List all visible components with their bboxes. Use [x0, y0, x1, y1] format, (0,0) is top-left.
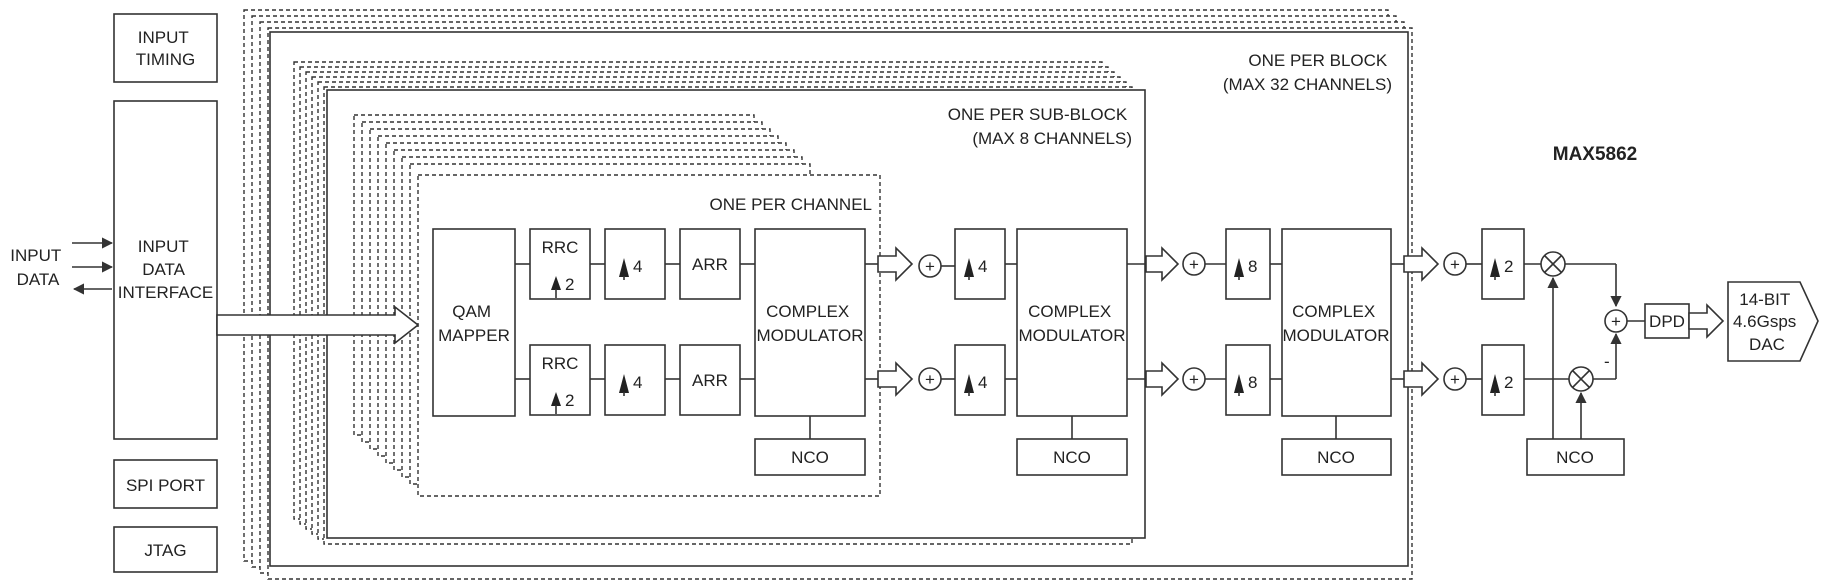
bus-arrow — [1145, 361, 1180, 397]
interp-arrow-icon — [1490, 258, 1500, 277]
rrc-top-factor: 2 — [565, 275, 574, 294]
one-per-block-label: ONE PER BLOCK (MAX 32 CHANNELS) — [1223, 51, 1392, 94]
block-adder-top-plus: + — [1189, 255, 1199, 274]
nco-final — [1526, 438, 1625, 476]
block-interp-8-top-label: 8 — [1248, 257, 1257, 276]
arr-top — [679, 228, 741, 300]
dpd-label: DPD — [1649, 312, 1685, 331]
qam-mapper-label: QAM MAPPER — [438, 302, 510, 345]
complex-modulator-channel-label: COMPLEX MODULATOR — [756, 302, 863, 345]
nco-channel — [754, 438, 866, 476]
arr-bottom — [679, 344, 741, 416]
final-interp-2-top — [1481, 228, 1525, 300]
adder-bottom-plus: + — [925, 370, 935, 389]
complex-modulator-sub-block — [1016, 228, 1128, 417]
bus-arrow — [1688, 303, 1725, 339]
interp-arrow-icon — [551, 276, 561, 290]
dac-label: 14-BIT 4.6Gsps DAC — [1733, 290, 1801, 354]
bus-arrow — [877, 246, 914, 282]
complex-modulator-sub-block-label: COMPLEX MODULATOR — [1018, 302, 1125, 345]
spi-port-block — [113, 459, 218, 509]
interp-arrow-icon — [964, 258, 974, 277]
bus-arrow — [877, 361, 914, 397]
sub-interp-4-top — [954, 228, 1006, 300]
input-data-interface-block — [113, 100, 218, 440]
block-interp-8-bottom-label: 8 — [1248, 373, 1257, 392]
spi-port-label: SPI PORT — [126, 476, 205, 495]
final-interp-2-bottom-label: 2 — [1504, 373, 1513, 392]
jtag-block — [113, 526, 218, 573]
one-per-sub-block-label: ONE PER SUB-BLOCK (MAX 8 CHANNELS) — [948, 105, 1132, 148]
complex-modulator-block-label: COMPLEX MODULATOR — [1282, 302, 1389, 345]
qam-mapper-block — [432, 228, 516, 417]
interp-arrow-icon — [1234, 258, 1244, 277]
input-timing-label: INPUT TIMING — [136, 28, 196, 69]
input-data-interface-label: INPUT DATA INTERFACE — [118, 237, 213, 302]
jtag-label: JTAG — [144, 541, 186, 560]
input-data-label: INPUT DATA — [10, 246, 65, 289]
input-timing-block — [113, 13, 218, 83]
mixer-bottom-cross — [1572, 370, 1590, 388]
arr-bottom-label: ARR — [692, 371, 728, 390]
one-per-channel-label: ONE PER CHANNEL — [710, 195, 872, 214]
complex-modulator-block — [1281, 228, 1392, 417]
bus-arrow — [1403, 246, 1440, 282]
nco-final-label: NCO — [1556, 448, 1594, 467]
bus-arrow — [1403, 361, 1440, 397]
final-interp-2-top-label: 2 — [1504, 257, 1513, 276]
block-adder-bottom-plus: + — [1189, 370, 1199, 389]
interp-arrow-icon — [619, 258, 629, 277]
interp-arrow-icon — [1234, 374, 1244, 393]
final-interp-2-bottom — [1481, 344, 1525, 416]
interp-4-bottom — [604, 344, 666, 416]
sub-interp-4-top-label: 4 — [978, 257, 987, 276]
nco-block — [1281, 438, 1392, 476]
block-interp-8-bottom — [1225, 344, 1271, 416]
complex-modulator-channel — [754, 228, 866, 417]
output-sum-plus: + — [1611, 312, 1621, 331]
arr-top-label: ARR — [692, 255, 728, 274]
nco-sub-block — [1016, 438, 1128, 476]
adder-top-plus: + — [925, 257, 935, 276]
interp-4-top-label: 4 — [633, 257, 642, 276]
chip-name: MAX5862 — [1553, 144, 1638, 165]
interp-arrow-icon — [551, 392, 561, 406]
sub-interp-4-bottom — [954, 344, 1006, 416]
output-sum-minus: - — [1604, 352, 1610, 371]
nco-block-label: NCO — [1317, 448, 1355, 467]
interp-arrow-icon — [964, 374, 974, 393]
dpd-block — [1644, 303, 1690, 339]
sub-interp-4-bottom-label: 4 — [978, 373, 987, 392]
rrc-top-label: RRC — [542, 238, 579, 257]
final-adder-top-plus: + — [1450, 255, 1460, 274]
bus-arrow — [1145, 246, 1180, 282]
final-adder-bottom-plus: + — [1450, 370, 1460, 389]
interp-arrow-icon — [619, 374, 629, 393]
interp-4-bottom-label: 4 — [633, 373, 642, 392]
rrc-bottom-label: RRC — [542, 354, 579, 373]
data-bus-arrow — [216, 305, 420, 345]
rrc-bottom-factor: 2 — [565, 391, 574, 410]
mixer-top-cross — [1544, 255, 1562, 273]
nco-sub-block-label: NCO — [1053, 448, 1091, 467]
interp-arrow-icon — [1490, 374, 1500, 393]
nco-channel-label: NCO — [791, 448, 829, 467]
dac-block — [1727, 281, 1819, 362]
